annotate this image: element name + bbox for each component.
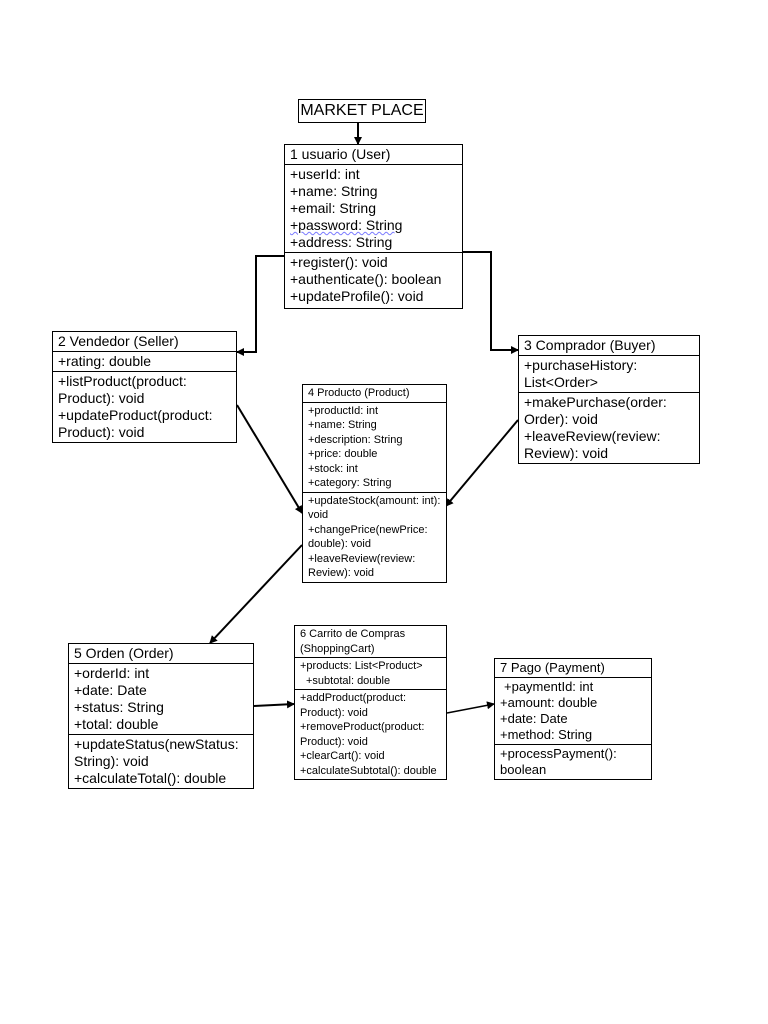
arrow-cart-to-payment xyxy=(446,701,495,714)
method: +authenticate(): boolean xyxy=(290,271,442,287)
attribute: +name: String xyxy=(308,419,377,431)
attribute: +password: String xyxy=(290,217,403,233)
class-payment-header: 7 Pago (Payment) xyxy=(495,659,651,678)
attribute: +email: String xyxy=(290,200,376,216)
class-payment: 7 Pago (Payment) +paymentId: int +amount… xyxy=(494,658,652,780)
method: +updateStock(amount: int): void xyxy=(308,494,441,522)
attribute: +productId: int xyxy=(308,404,379,417)
method: +leaveReview(review: Review): void xyxy=(308,552,416,580)
diagram-title: MARKET PLACE xyxy=(298,99,426,123)
class-seller-attributes: +rating: double xyxy=(53,352,236,371)
method: +updateProfile(): void xyxy=(290,288,424,304)
attribute: +date: Date xyxy=(74,682,147,698)
attribute: +orderId: int xyxy=(74,665,150,681)
attribute: +name: String xyxy=(290,183,378,199)
attribute: +paymentId: int xyxy=(504,679,594,694)
class-order: 5 Orden (Order) +orderId: int +date: Dat… xyxy=(68,643,254,789)
method: +calculateTotal(): double xyxy=(74,770,227,786)
attribute: +products: List<Product> xyxy=(300,660,423,672)
class-user-header: 1 usuario (User) xyxy=(285,145,462,165)
class-product-attributes: +productId: int +name: String +descripti… xyxy=(303,403,446,492)
class-buyer-header: 3 Comprador (Buyer) xyxy=(519,336,699,356)
attribute: +method: String xyxy=(500,727,593,742)
method: +updateProduct(product: Product): void xyxy=(58,407,213,440)
attribute: +address: String xyxy=(290,234,393,250)
attribute: +status: String xyxy=(74,699,164,715)
class-buyer: 3 Comprador (Buyer) +purchaseHistory: Li… xyxy=(518,335,700,464)
method: +register(): void xyxy=(290,254,388,270)
attribute: +amount: double xyxy=(500,695,598,710)
class-product-methods: +updateStock(amount: int): void +changeP… xyxy=(303,491,446,582)
attribute: +subtotal: double xyxy=(306,674,391,687)
method: +removeProduct(product: Product): void xyxy=(300,721,425,748)
method: +addProduct(product: Product): void xyxy=(300,692,407,719)
method: +leaveReview(review: Review): void xyxy=(524,428,661,461)
method: +changePrice(newPrice: double): void xyxy=(308,523,428,551)
arrow-buyer-to-product xyxy=(445,419,519,507)
class-payment-attributes: +paymentId: int +amount: double +date: D… xyxy=(495,678,651,744)
arrow-order-to-cart xyxy=(253,700,295,709)
arrow-seller-to-product xyxy=(236,404,303,514)
class-order-header: 5 Orden (Order) xyxy=(69,644,253,664)
method: +updateStatus(newStatus: String): void xyxy=(74,736,239,769)
method: +makePurchase(order: Order): void xyxy=(524,394,667,427)
attribute: +rating: double xyxy=(58,353,152,369)
attribute: +description: String xyxy=(308,433,403,446)
arrow-user-seller xyxy=(236,252,291,356)
class-buyer-methods: +makePurchase(order: Order): void +leave… xyxy=(519,392,699,463)
class-seller-methods: +listProduct(product: Product): void +up… xyxy=(53,371,236,442)
class-order-attributes: +orderId: int +date: Date +status: Strin… xyxy=(69,664,253,734)
method: +calculateSubtotal(): double xyxy=(300,764,437,777)
class-buyer-attributes: +purchaseHistory: List<Order> xyxy=(519,356,699,392)
class-seller-header: 2 Vendedor (Seller) xyxy=(53,332,236,352)
class-payment-methods: +processPayment(): boolean xyxy=(495,744,651,779)
class-cart-methods: +addProduct(product: Product): void +rem… xyxy=(295,689,446,779)
arrow-product-to-order xyxy=(209,544,303,644)
attribute: +total: double xyxy=(74,716,159,732)
method: +processPayment(): boolean xyxy=(500,746,617,777)
attribute: +category: String xyxy=(308,477,392,489)
class-cart-attributes: +products: List<Product> +subtotal: doub… xyxy=(295,658,446,689)
method: +clearCart(): void xyxy=(300,750,385,762)
method: +listProduct(product: Product): void xyxy=(58,373,187,406)
attribute: +price: double xyxy=(308,448,378,460)
attribute: +userId: int xyxy=(290,166,360,182)
class-cart-header: 6 Carrito de Compras (ShoppingCart) xyxy=(295,626,446,658)
arrow-user-buyer xyxy=(456,248,519,354)
class-seller: 2 Vendedor (Seller) +rating: double +lis… xyxy=(52,331,237,443)
class-product: 4 Producto (Product) +productId: int +na… xyxy=(302,384,447,583)
attribute: +date: Date xyxy=(500,711,568,726)
class-user-attributes: +userId: int +name: String +email: Strin… xyxy=(285,165,462,252)
class-cart: 6 Carrito de Compras (ShoppingCart) +pro… xyxy=(294,625,447,780)
class-user: 1 usuario (User) +userId: int +name: Str… xyxy=(284,144,463,309)
class-product-header: 4 Producto (Product) xyxy=(303,385,446,403)
class-user-methods: +register(): void +authenticate(): boole… xyxy=(285,252,462,308)
attribute: +stock: int xyxy=(308,462,358,475)
attribute: +purchaseHistory: List<Order> xyxy=(524,357,638,390)
class-order-methods: +updateStatus(newStatus: String): void +… xyxy=(69,734,253,788)
